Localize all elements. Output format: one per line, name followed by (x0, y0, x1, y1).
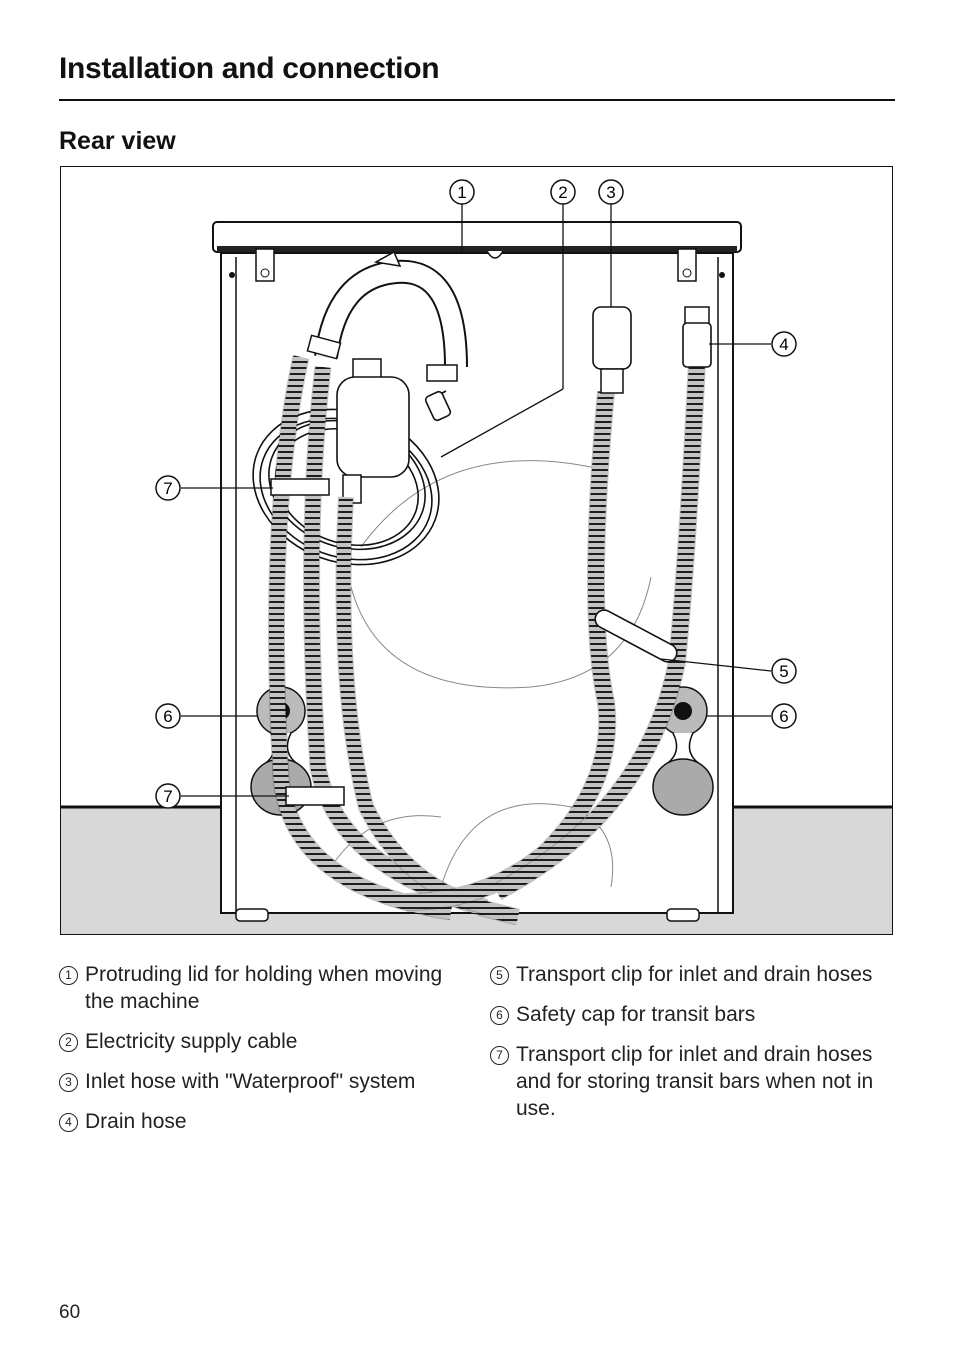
legend-number: 6 (490, 1006, 509, 1025)
legend-text: Safety cap for transit bars (516, 1003, 756, 1026)
legend-left-column: 1 Protruding lid for holding when moving… (59, 961, 459, 1148)
callout-2: 2 (550, 179, 576, 205)
svg-text:2: 2 (558, 183, 567, 202)
legend-text: Transport clip for inlet and drain hoses… (516, 1043, 874, 1120)
legend-item: 5 Transport clip for inlet and drain hos… (490, 961, 895, 988)
callout-3: 3 (598, 179, 624, 205)
callout-5: 5 (771, 658, 797, 684)
legend-item: 7 Transport clip for inlet and drain hos… (490, 1041, 895, 1122)
svg-text:5: 5 (779, 662, 788, 681)
rear-view-illustration: 1 2 3 4 5 6 6 7 (61, 179, 892, 934)
legend-text: Drain hose (85, 1110, 187, 1133)
legend-item: 3 Inlet hose with "Waterproof" system (59, 1068, 459, 1095)
svg-text:3: 3 (606, 183, 615, 202)
legend-number: 3 (59, 1073, 78, 1092)
rear-view-figure: 1 2 3 4 5 6 6 7 (60, 166, 893, 935)
legend-right-column: 5 Transport clip for inlet and drain hos… (490, 961, 895, 1135)
page-number: 60 (59, 1302, 81, 1323)
legend-number: 1 (59, 966, 78, 985)
svg-text:7: 7 (163, 787, 172, 806)
page-title: Installation and connection (59, 52, 440, 85)
callout-4: 4 (771, 331, 797, 357)
svg-text:6: 6 (163, 707, 172, 726)
inlet-hose (405, 391, 616, 910)
drain-hose (493, 361, 705, 900)
legend-text: Electricity supply cable (85, 1030, 298, 1053)
legend-text: Inlet hose with "Waterproof" system (85, 1070, 416, 1093)
legend-text: Transport clip for inlet and drain hoses (516, 963, 873, 986)
legend-item: 1 Protruding lid for holding when moving… (59, 961, 459, 1015)
callout-6-left: 6 (155, 703, 181, 729)
svg-text:4: 4 (779, 335, 788, 354)
legend-item: 2 Electricity supply cable (59, 1028, 459, 1055)
svg-text:1: 1 (457, 183, 466, 202)
legend-item: 4 Drain hose (59, 1108, 459, 1135)
svg-text:6: 6 (779, 707, 788, 726)
section-heading: Rear view (59, 127, 176, 155)
legend-number: 7 (490, 1046, 509, 1065)
legend-number: 5 (490, 966, 509, 985)
callout-7-top: 7 (155, 475, 181, 501)
legend-number: 2 (59, 1033, 78, 1052)
legend-number: 4 (59, 1113, 78, 1132)
title-rule (59, 99, 895, 101)
callout-7-bottom: 7 (155, 783, 181, 809)
legend-item: 6 Safety cap for transit bars (490, 1001, 895, 1028)
svg-text:7: 7 (163, 479, 172, 498)
callout-1: 1 (449, 179, 475, 205)
legend-text: Protruding lid for holding when moving t… (85, 963, 443, 1013)
callout-6-right: 6 (771, 703, 797, 729)
